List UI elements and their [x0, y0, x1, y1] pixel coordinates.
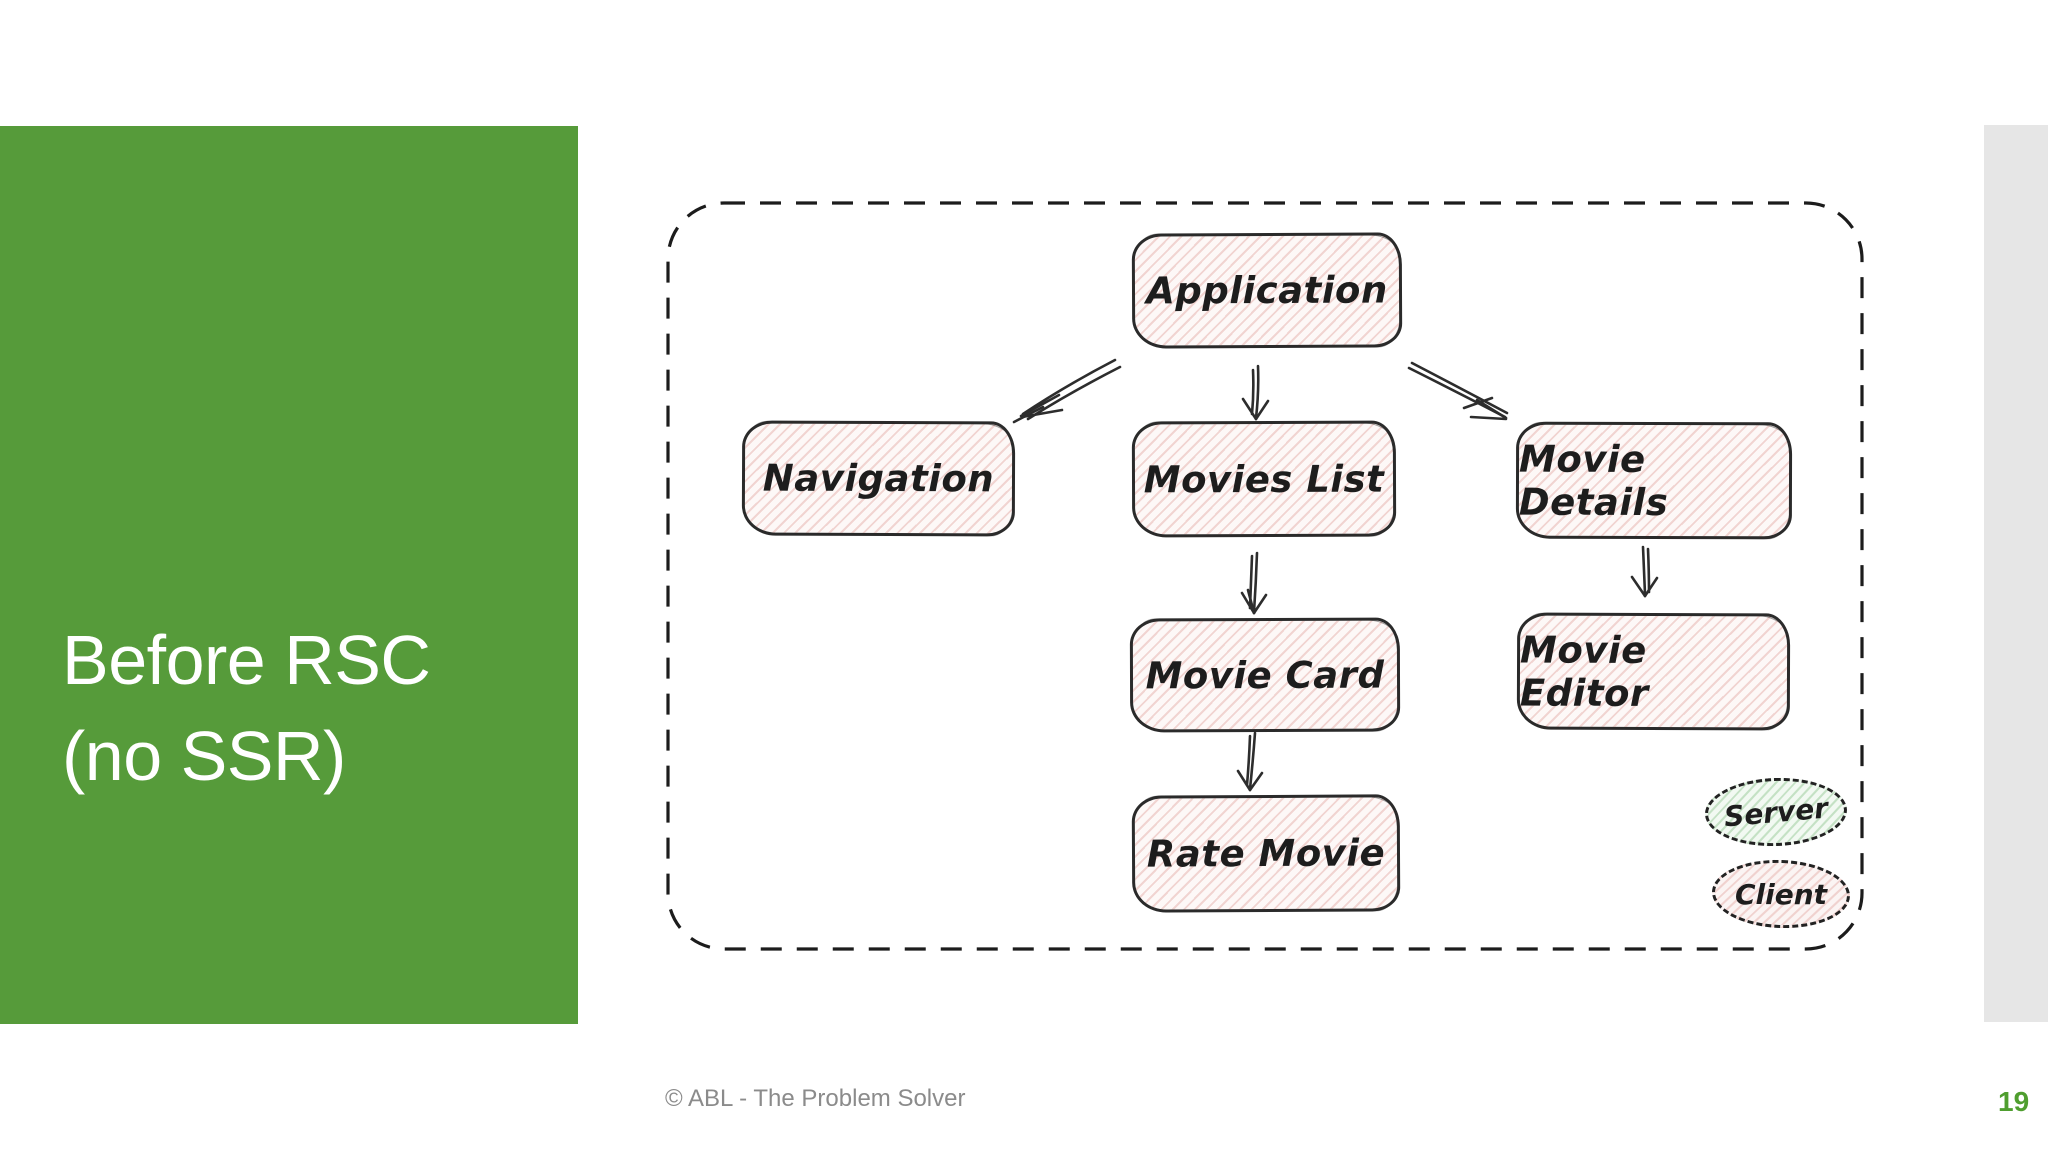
slide-title: Before RSC (no SSR) [62, 612, 431, 804]
arrow-movie-details-to-movie-editor [1630, 545, 1659, 598]
node-movies-list: Movies List [1131, 420, 1397, 538]
title-panel: Before RSC (no SSR) [0, 126, 578, 1024]
node-rate-movie-label: Rate Movie [1146, 831, 1386, 876]
arrow-movie-card-to-rate-movie [1236, 731, 1264, 792]
node-movie-editor-label: Movie Editor [1519, 628, 1649, 715]
arrow-application-to-navigation [1012, 358, 1122, 424]
legend-server-ellipse: Server [1703, 775, 1849, 849]
title-line-2: (no SSR) [62, 717, 346, 795]
node-navigation-label: Navigation [762, 456, 995, 501]
legend-client-label: Client [1734, 877, 1828, 911]
node-application-label: Application [1146, 268, 1388, 313]
node-rate-movie: Rate Movie [1131, 794, 1401, 913]
arrow-application-to-movies-list [1241, 364, 1270, 421]
node-movie-card: Movie Card [1129, 617, 1401, 733]
page-number: 19 [1998, 1086, 2030, 1117]
arrow-application-to-movie-details [1407, 361, 1509, 421]
arrow-movies-list-to-movie-card [1240, 551, 1268, 615]
node-movie-details: Movie Details [1515, 421, 1793, 540]
node-application: Application [1131, 232, 1403, 349]
node-movie-card-label: Movie Card [1145, 653, 1385, 697]
component-diagram: Application Navigation Movies List Movie… [665, 200, 1865, 952]
node-navigation: Navigation [741, 420, 1016, 537]
legend-client-ellipse: Client [1710, 857, 1852, 931]
node-movies-list-label: Movies List [1143, 457, 1385, 501]
footer-copyright: © ABL - The Problem Solver [665, 1085, 966, 1112]
node-movie-editor: Movie Editor [1516, 612, 1791, 731]
right-edge-strip [1984, 125, 2048, 1022]
node-movie-details-label: Movie Details [1518, 437, 1669, 524]
title-line-1: Before RSC [62, 621, 431, 699]
legend-server-label: Server [1722, 791, 1830, 833]
